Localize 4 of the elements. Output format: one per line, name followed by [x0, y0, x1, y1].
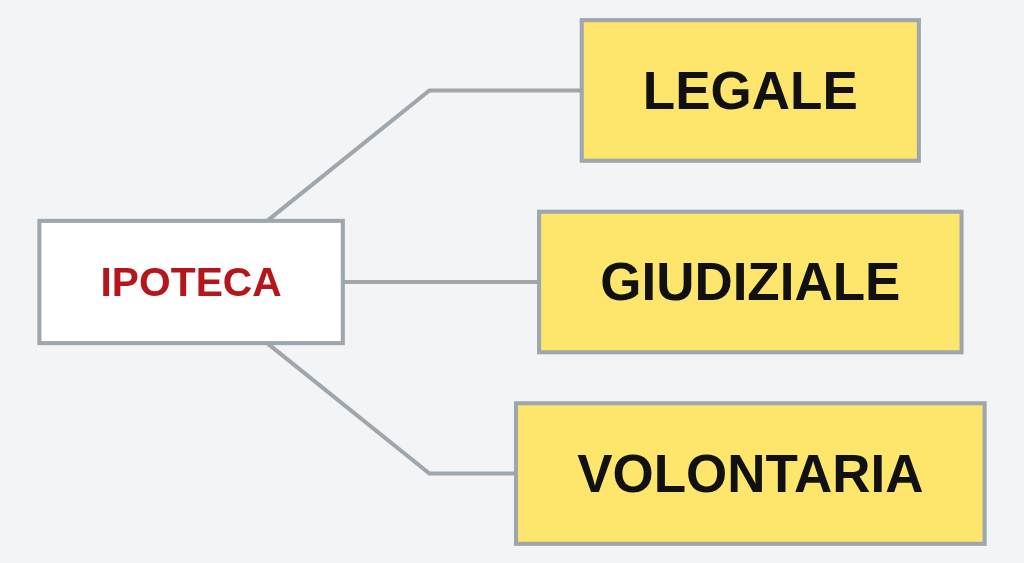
- node-box: LEGALE: [579, 17, 921, 163]
- node-box: VOLONTARIA: [514, 400, 987, 546]
- node-box: IPOTECA: [37, 218, 345, 345]
- node-box: GIUDIZIALE: [537, 209, 964, 354]
